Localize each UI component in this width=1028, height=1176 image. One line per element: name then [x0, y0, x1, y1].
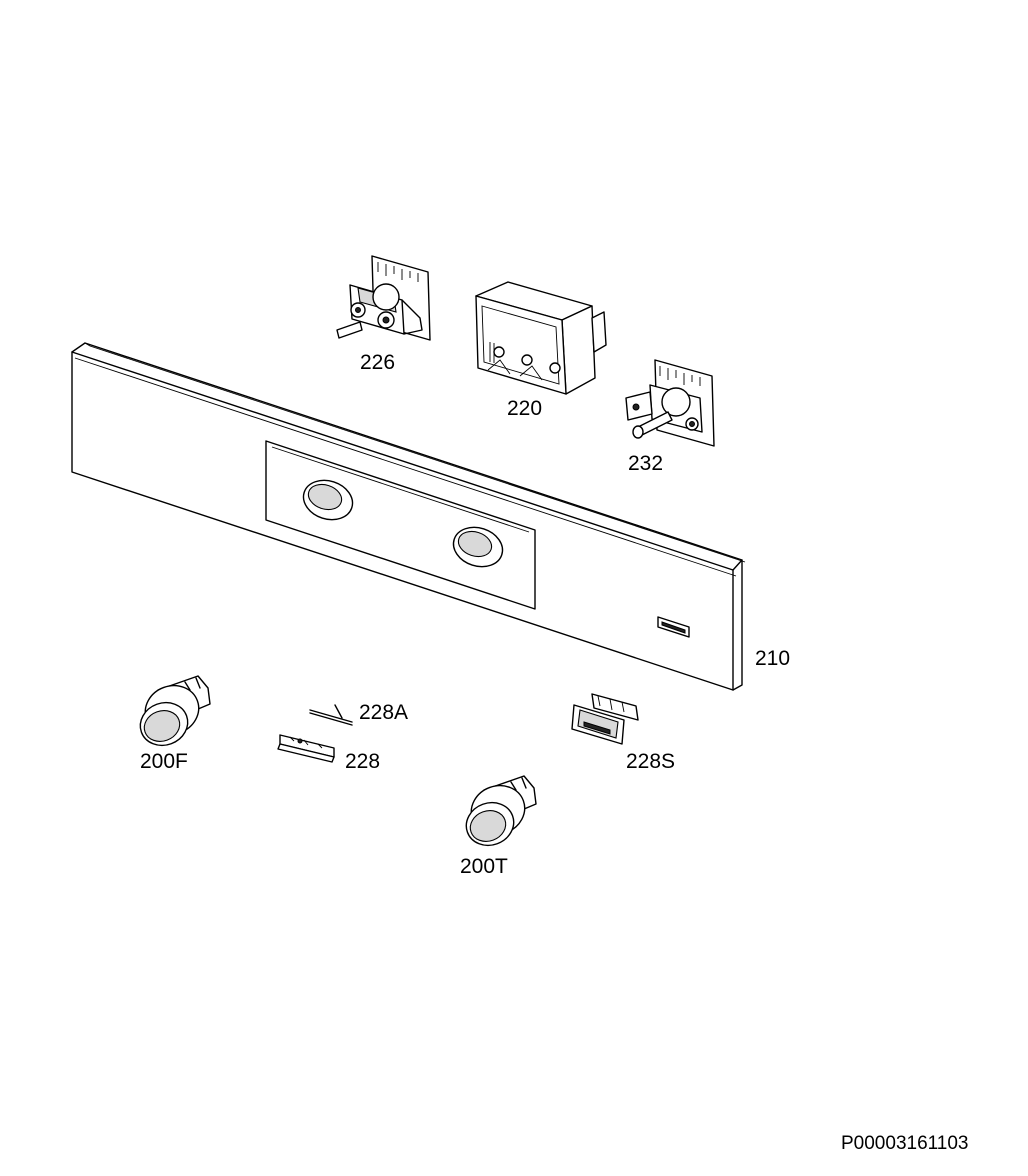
switch-228S	[571, 693, 639, 745]
control-panel-210	[71, 342, 746, 691]
part-label-210: 210	[755, 647, 791, 670]
selector-switch-226	[336, 255, 431, 341]
drawing-number: P00003161103	[841, 1133, 969, 1154]
knob-200F	[139, 675, 211, 747]
part-label-228: 228	[345, 750, 381, 773]
pin-228A	[309, 704, 353, 726]
part-label-220: 220	[507, 397, 543, 420]
thermostat-232	[625, 359, 715, 447]
panel-knob-hole-left	[302, 479, 354, 521]
part-label-200t: 200T	[460, 855, 508, 878]
part-label-226: 226	[360, 351, 396, 374]
panel-knob-hole-right	[452, 526, 504, 568]
knob-200T	[465, 775, 537, 847]
lamp-holder-228	[277, 734, 335, 763]
timer-module-220	[475, 281, 607, 395]
part-label-228s: 228S	[626, 750, 676, 773]
panel-indicator-slot	[657, 616, 690, 638]
part-label-200f: 200F	[140, 750, 188, 773]
part-label-228a: 228A	[359, 701, 409, 724]
part-label-232: 232	[628, 452, 664, 475]
